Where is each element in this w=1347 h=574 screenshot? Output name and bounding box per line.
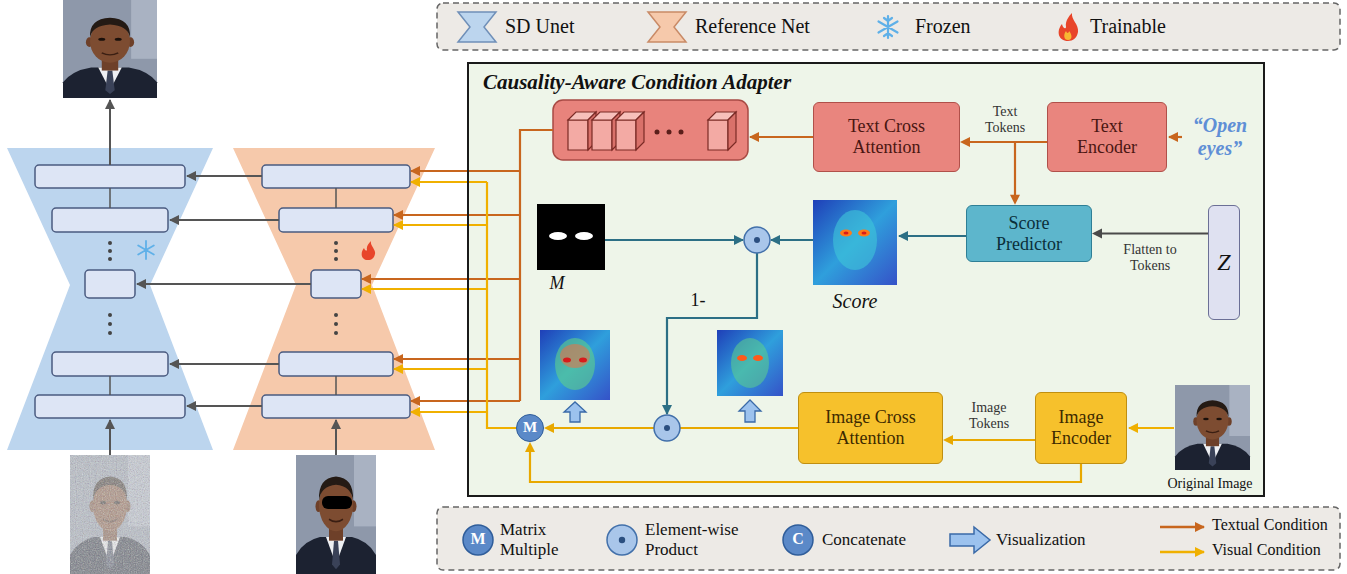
panel-title: Causality-Aware Condition Adapter [483, 70, 791, 94]
heatmap [540, 330, 610, 400]
legend-text: Element-wise Product [645, 520, 750, 559]
legend-frame [437, 507, 1340, 570]
connector [943, 435, 1035, 445]
node-label: Text Encoder [1067, 116, 1147, 157]
arrowhead [544, 423, 554, 433]
heatmap [717, 330, 783, 396]
noise-image [70, 455, 150, 574]
symbol-letter: M [463, 530, 493, 548]
complement-label: 1- [684, 290, 712, 311]
legend-frame [437, 3, 1340, 50]
edge-label: Flatten to Tokens [1108, 242, 1192, 274]
token-stack [553, 100, 748, 160]
panel-ground [467, 62, 1265, 497]
legend-text: Visual Condition [1212, 541, 1321, 559]
node-label: M [523, 419, 537, 436]
reference-net-shape [233, 148, 435, 450]
connector-line [951, 439, 1035, 441]
node-label: Score Predictor [984, 213, 1074, 254]
predictor-box: Score Predictor [966, 205, 1092, 262]
attention-box: Text Cross Attention [813, 102, 960, 172]
edge-label: Image Tokens [958, 400, 1020, 432]
legend-text: Matrix Multiple [500, 520, 580, 559]
encoder-box: Image Encoder [1035, 392, 1127, 464]
latent-box: Z [1208, 205, 1240, 320]
arrowhead [1010, 195, 1020, 205]
unet-wire [110, 100, 336, 455]
arrowhead [1092, 229, 1102, 239]
legend-text: Concatenate [822, 530, 906, 550]
encoder-box: Text Encoder [1047, 102, 1167, 172]
elementwise-product-symbol [744, 227, 770, 253]
legend-text: SD Unet [505, 15, 574, 38]
legend-icons [458, 12, 1078, 42]
attention-box: Image Cross Attention [798, 392, 943, 464]
edge-label: Text Tokens [976, 104, 1034, 136]
connector [1092, 229, 1208, 239]
node-label: Text Cross Attention [832, 116, 942, 157]
legend-text: Reference Net [695, 15, 810, 38]
connector-line [1015, 142, 1047, 197]
arrowhead [960, 137, 970, 147]
score-wire [605, 236, 966, 414]
legend-text: Trainable [1090, 15, 1166, 38]
adapter-panel: Causality-Aware Condition AdapterText Cr… [467, 62, 1265, 497]
node-label: Z [1217, 249, 1230, 277]
legend-text: Textual Condition [1212, 516, 1328, 534]
legend-icons [463, 525, 1204, 555]
node-label: Image Cross Attention [816, 407, 926, 448]
unet-shape [7, 148, 213, 450]
connector [1010, 142, 1047, 205]
legend-text: Frozen [915, 15, 971, 38]
mask-label: M [542, 273, 572, 294]
image-caption: Original Image [1160, 476, 1260, 492]
symbol-letter: C [783, 530, 813, 548]
legend-text: Visualization [996, 530, 1086, 550]
arrowhead [943, 435, 953, 445]
masked-photo [296, 455, 376, 574]
matrix-multiply-circle: M [516, 414, 544, 442]
original-photo [1175, 385, 1250, 470]
output-photo [63, 0, 157, 98]
elementwise-product-symbol [654, 415, 680, 441]
prompt-text: “Open eyes” [1185, 114, 1255, 160]
connector-line [1100, 232, 1208, 234]
node-label: Image Encoder [1043, 407, 1119, 448]
score-heatmap [813, 200, 897, 285]
mask-image [537, 204, 605, 270]
score-label: Score [815, 290, 895, 313]
arrowhead [525, 442, 535, 452]
